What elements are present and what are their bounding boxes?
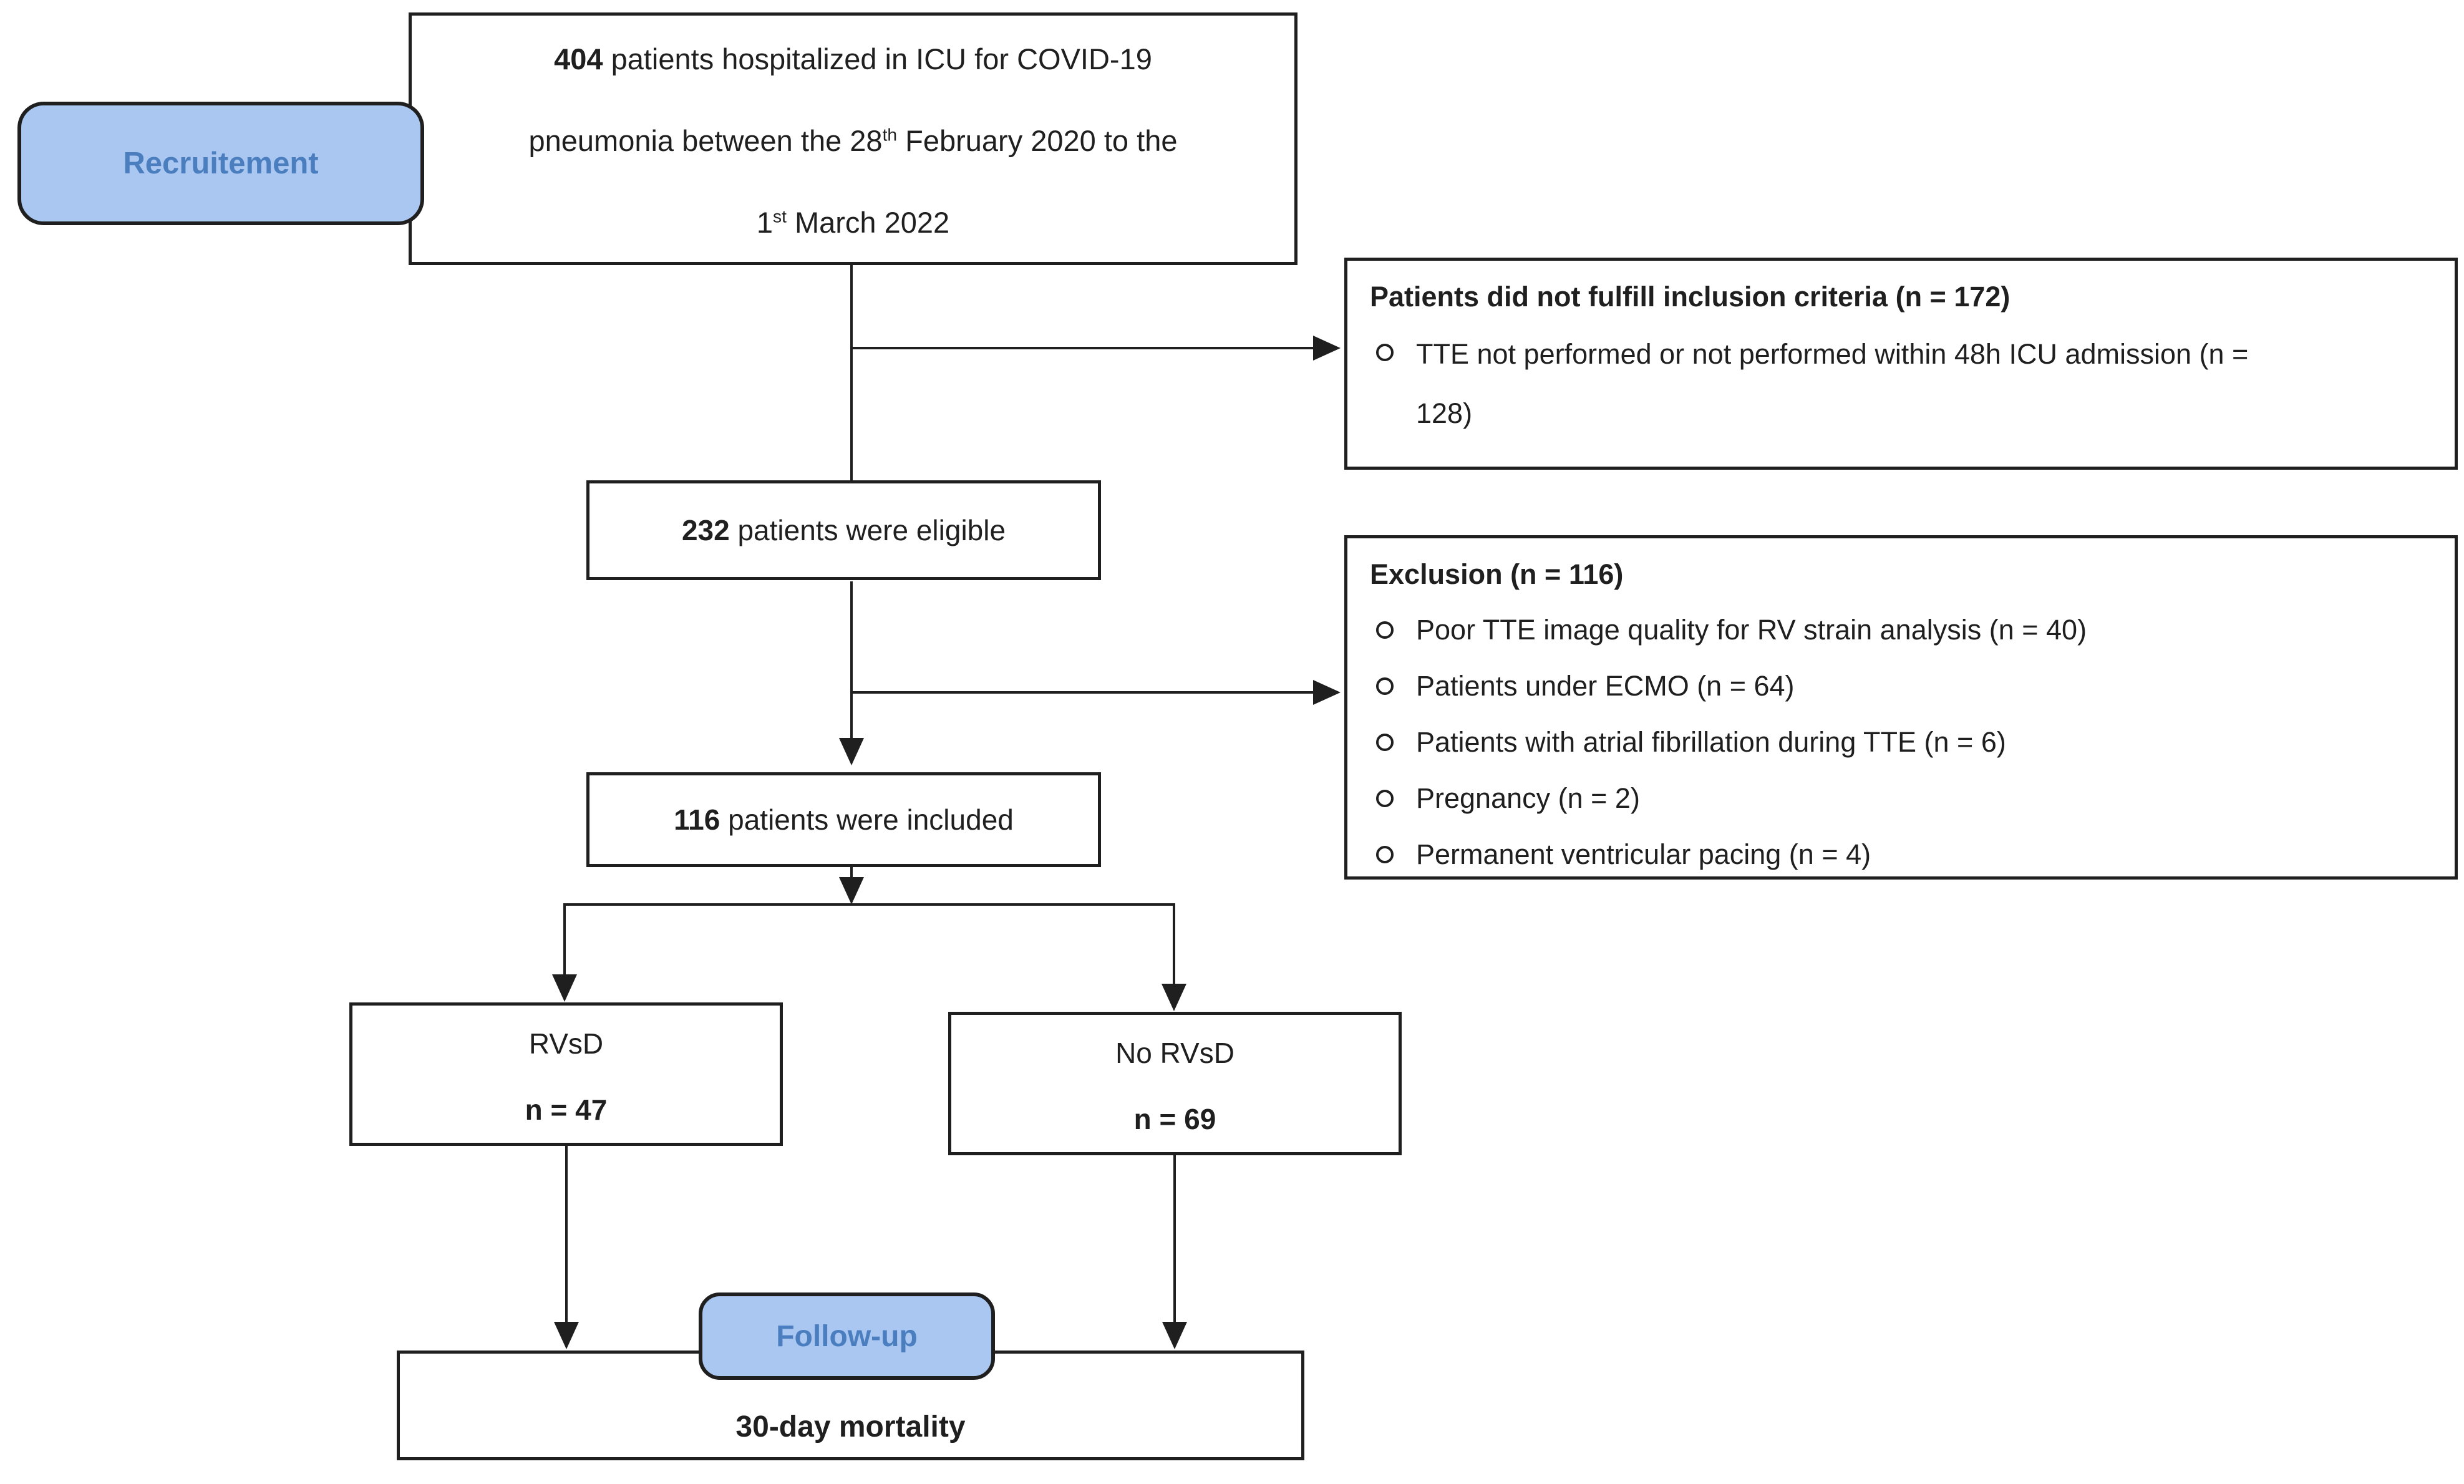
recruitment-line-3: 1st March 2022 (756, 206, 950, 239)
recruitment-source-box: 404 patients hospitalized in ICU for COV… (409, 12, 1297, 265)
circle-bullet-icon (1376, 621, 1394, 639)
rvsd-label: RVsD (528, 1027, 604, 1060)
connector-rvsd-to-mortality-line (565, 1146, 568, 1322)
rvsd-group-box: RVsD n = 47 (349, 1002, 783, 1146)
connector-branch-exclusion-line (851, 691, 1316, 694)
not-fulfill-title: Patients did not fulfill inclusion crite… (1370, 281, 2010, 313)
split-horizontal-line (563, 903, 1175, 906)
connector-included-to-split-line (850, 867, 853, 878)
circle-bullet-icon (1376, 734, 1394, 751)
mortality-outcome-box: 30-day mortality (397, 1351, 1304, 1460)
connector-split-to-norvsd-line (1173, 904, 1175, 985)
included-text: 116 patients were included (674, 803, 1014, 836)
eligible-box: 232 patients were eligible (586, 480, 1101, 580)
exclusion-bullet-4-text: Pregnancy (n = 2) (1416, 782, 1640, 814)
no-rvsd-count: n = 69 (1133, 1103, 1216, 1135)
no-rvsd-label: No RVsD (1115, 1037, 1234, 1069)
rvsd-group-text: RVsD n = 47 (352, 1006, 780, 1143)
arrowhead-into-norvsd (1162, 984, 1186, 1011)
followup-stage-pill: Follow-up (699, 1292, 995, 1380)
not-fulfill-bullet-1: TTE not performed or not performed withi… (1370, 324, 2432, 443)
circle-bullet-icon (1376, 846, 1394, 863)
recruitment-line-2: pneumonia between the 28th February 2020… (528, 124, 1178, 157)
no-rvsd-group-text: No RVsD n = 69 (951, 1015, 1399, 1152)
followup-stage-label: Follow-up (776, 1319, 918, 1353)
exclusion-bullet-3: Patients with atrial fibrillation during… (1370, 714, 2432, 770)
exclusion-bullet-2-text: Patients under ECMO (n = 64) (1416, 670, 1795, 702)
arrowhead-norvsd-mortality (1162, 1322, 1187, 1349)
included-box: 116 patients were included (586, 772, 1101, 867)
circle-bullet-icon (1376, 344, 1394, 361)
recruitment-stage-pill: Recruitement (17, 102, 424, 225)
connector-split-to-rvsd-line (563, 904, 566, 976)
arrowhead-into-rvsd (552, 974, 577, 1002)
not-fulfill-criteria-box: Patients did not fulfill inclusion crite… (1344, 258, 2458, 470)
connector-topbox-to-eligible-line (850, 265, 853, 482)
recruitment-line-1: 404 patients hospitalized in ICU for COV… (554, 42, 1152, 75)
arrowhead-into-split (839, 877, 864, 904)
exclusion-bullet-5: Permanent ventricular pacing (n = 4) (1370, 827, 2432, 883)
exclusion-bullet-4: Pregnancy (n = 2) (1370, 770, 2432, 827)
connector-norvsd-to-mortality-line (1173, 1155, 1176, 1322)
arrowhead-exclusion (1313, 680, 1341, 705)
mortality-outcome-label: 30-day mortality (735, 1410, 966, 1443)
exclusion-bullet-1: Poor TTE image quality for RV strain ana… (1370, 602, 2432, 658)
arrowhead-not-fulfill (1313, 336, 1341, 361)
not-fulfill-bullet-1-text: TTE not performed or not performed withi… (1416, 338, 2249, 429)
connector-eligible-to-included-line (850, 581, 853, 739)
exclusion-bullet-1-text: Poor TTE image quality for RV strain ana… (1416, 614, 2087, 646)
circle-bullet-icon (1376, 790, 1394, 807)
exclusion-bullet-2: Patients under ECMO (n = 64) (1370, 658, 2432, 714)
arrowhead-rvsd-mortality (554, 1322, 579, 1349)
no-rvsd-group-box: No RVsD n = 69 (948, 1012, 1402, 1155)
exclusion-title: Exclusion (n = 116) (1370, 558, 1624, 590)
connector-branch-not-fulfill-line (851, 347, 1316, 349)
exclusion-bullet-5-text: Permanent ventricular pacing (n = 4) (1416, 838, 1871, 870)
rvsd-count: n = 47 (525, 1094, 608, 1126)
exclusion-box: Exclusion (n = 116) Poor TTE image quali… (1344, 535, 2458, 880)
recruitment-stage-label: Recruitement (123, 147, 319, 180)
exclusion-bullet-3-text: Patients with atrial fibrillation during… (1416, 726, 2006, 758)
recruitment-source-text: 404 patients hospitalized in ICU for COV… (412, 16, 1294, 263)
eligible-text: 232 patients were eligible (681, 514, 1006, 546)
circle-bullet-icon (1376, 677, 1394, 695)
arrowhead-into-included (839, 738, 864, 765)
